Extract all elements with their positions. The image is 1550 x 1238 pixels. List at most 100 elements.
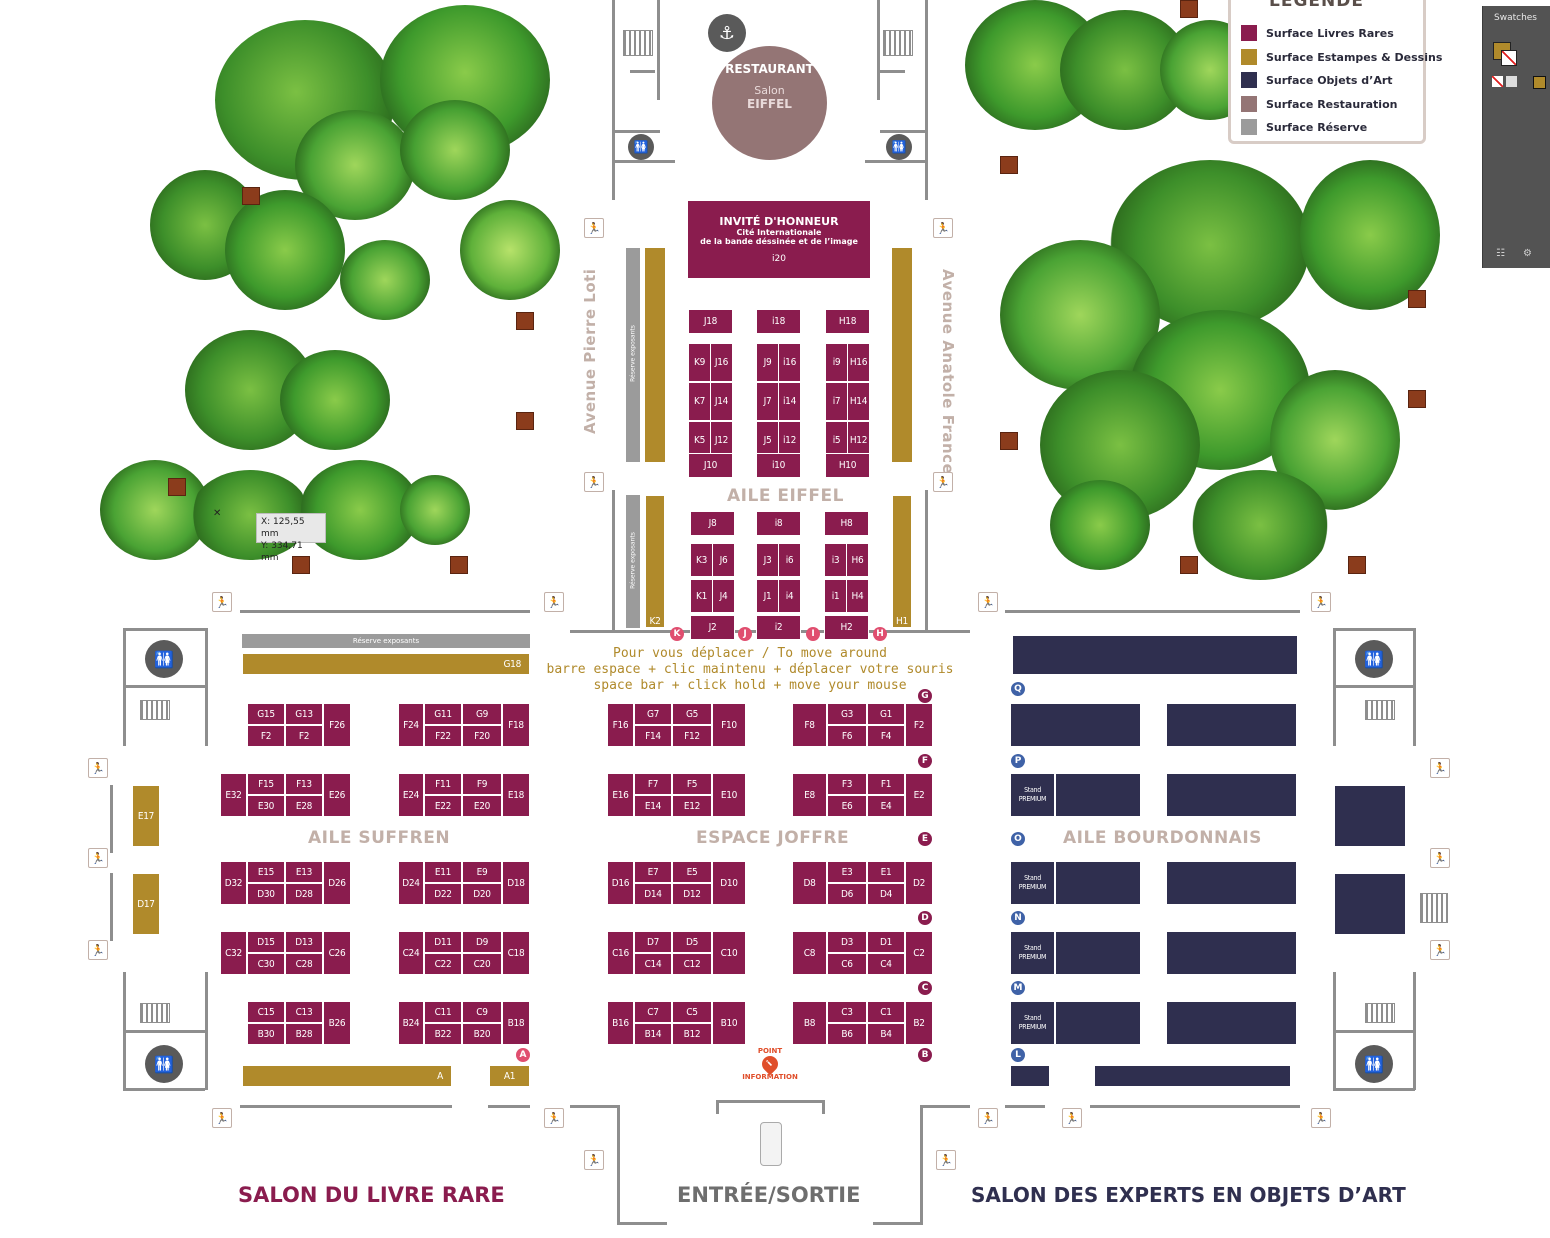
stand-d5[interactable]: D5	[672, 931, 712, 953]
stand-f20[interactable]: F20	[462, 725, 502, 747]
stand-d7[interactable]: D7	[634, 931, 672, 953]
stand-f22[interactable]: F22	[424, 725, 462, 747]
stand-c11[interactable]: C11	[424, 1001, 462, 1023]
stand-f24[interactable]: F24	[398, 703, 424, 747]
objets-art-stand[interactable]	[1094, 1065, 1291, 1087]
stand-g7[interactable]: G7	[634, 703, 672, 725]
stand-h16[interactable]: H16	[847, 343, 870, 382]
stand-b20[interactable]: B20	[462, 1023, 502, 1045]
stand-f13[interactable]: F13	[285, 773, 323, 795]
objets-art-stand[interactable]	[1055, 773, 1141, 817]
objets-art-stand[interactable]	[1166, 1001, 1297, 1045]
stand-c32[interactable]: C32	[220, 931, 247, 975]
stand-c2[interactable]: C2	[905, 931, 933, 975]
objets-art-stand[interactable]	[1010, 703, 1141, 747]
stand-e15[interactable]: E15	[247, 861, 285, 883]
stand-c10[interactable]: C10	[712, 931, 746, 975]
stand-h10[interactable]: H10	[825, 453, 870, 478]
stand-c22[interactable]: C22	[424, 953, 462, 975]
stand-e16[interactable]: E16	[607, 773, 634, 817]
stand-i8[interactable]: i8	[756, 511, 801, 536]
stand-h1[interactable]: H1	[892, 495, 912, 628]
registration-swatch-icon[interactable]	[1506, 76, 1517, 87]
stand-c20[interactable]: C20	[462, 953, 502, 975]
stand-d26[interactable]: D26	[323, 861, 351, 905]
stand-d20[interactable]: D20	[462, 883, 502, 905]
stand-k7[interactable]: K7	[688, 382, 711, 421]
stand-d32[interactable]: D32	[220, 861, 247, 905]
stand-j8[interactable]: J8	[690, 511, 735, 536]
stand-d4[interactable]: D4	[867, 883, 905, 905]
stand-e1[interactable]: E1	[867, 861, 905, 883]
stand-e6[interactable]: E6	[827, 795, 867, 817]
estampes-column[interactable]	[645, 248, 665, 462]
stand-g15[interactable]: G15	[247, 703, 285, 725]
stand-d3[interactable]: D3	[827, 931, 867, 953]
stand-d2[interactable]: D2	[905, 861, 933, 905]
objets-art-stand[interactable]	[1010, 1065, 1050, 1087]
stand-f26[interactable]: F26	[323, 703, 351, 747]
stand-b18[interactable]: B18	[502, 1001, 530, 1045]
stand-g1[interactable]: G1	[867, 703, 905, 725]
stand-i10[interactable]: i10	[756, 453, 801, 478]
stand-b30[interactable]: B30	[247, 1023, 285, 1045]
stand-i3[interactable]: i3	[824, 543, 847, 577]
stand-c16[interactable]: C16	[607, 931, 634, 975]
stand-j9[interactable]: J9	[756, 343, 779, 382]
stand-h18[interactable]: H18	[825, 309, 870, 334]
stand-c8[interactable]: C8	[792, 931, 827, 975]
stand-b28[interactable]: B28	[285, 1023, 323, 1045]
stand-i2[interactable]: i2	[756, 615, 801, 640]
stand-a[interactable]: A	[242, 1065, 452, 1087]
stand-k3[interactable]: K3	[690, 543, 713, 577]
stand-d11[interactable]: D11	[424, 931, 462, 953]
stand-b4[interactable]: B4	[867, 1023, 905, 1045]
objets-art-stand[interactable]	[1334, 785, 1406, 847]
stand-b16[interactable]: B16	[607, 1001, 634, 1045]
stand-f3[interactable]: F3	[827, 773, 867, 795]
stand-i6[interactable]: i6	[778, 543, 801, 577]
stand-j6[interactable]: J6	[712, 543, 735, 577]
stand-e18[interactable]: E18	[502, 773, 530, 817]
stand-h4[interactable]: H4	[846, 579, 869, 613]
stand-e24[interactable]: E24	[398, 773, 424, 817]
stand-b24[interactable]: B24	[398, 1001, 424, 1045]
info-point[interactable]: POINT i INFORMATION	[738, 1047, 802, 1081]
stand-f18[interactable]: F18	[502, 703, 530, 747]
stand-d10[interactable]: D10	[712, 861, 746, 905]
stand-j3[interactable]: J3	[756, 543, 779, 577]
stand-f14[interactable]: F14	[634, 725, 672, 747]
stand-d17[interactable]: D17	[132, 873, 160, 935]
stand-c26[interactable]: C26	[323, 931, 351, 975]
stand-c12[interactable]: C12	[672, 953, 712, 975]
stand-j4[interactable]: J4	[712, 579, 735, 613]
stand-g5[interactable]: G5	[672, 703, 712, 725]
stand-k2[interactable]: K2	[645, 495, 665, 628]
restaurant-salon-eiffel[interactable]: RESTAURANT Salon EIFFEL	[712, 46, 827, 160]
reserve-exposants[interactable]	[626, 495, 640, 628]
stand-e17[interactable]: E17	[132, 785, 160, 847]
stand-f7[interactable]: F7	[634, 773, 672, 795]
stand-j16[interactable]: J16	[710, 343, 733, 382]
none-swatch-icon[interactable]	[1492, 76, 1503, 87]
stand-j14[interactable]: J14	[710, 382, 733, 421]
stand-j10[interactable]: J10	[688, 453, 733, 478]
swatch-options-icon[interactable]: ⚙	[1523, 248, 1532, 259]
stand-c9[interactable]: C9	[462, 1001, 502, 1023]
stand-d16[interactable]: D16	[607, 861, 634, 905]
stand-i4[interactable]: i4	[778, 579, 801, 613]
objets-art-stand[interactable]	[1012, 635, 1298, 675]
stand-k9[interactable]: K9	[688, 343, 711, 382]
stand-f2[interactable]: F2	[905, 703, 933, 747]
stand-j2[interactable]: J2	[690, 615, 735, 640]
stand-d24[interactable]: D24	[398, 861, 424, 905]
stand-h6[interactable]: H6	[846, 543, 869, 577]
stand-d1[interactable]: D1	[867, 931, 905, 953]
stand-c4[interactable]: C4	[867, 953, 905, 975]
stand-g9[interactable]: G9	[462, 703, 502, 725]
